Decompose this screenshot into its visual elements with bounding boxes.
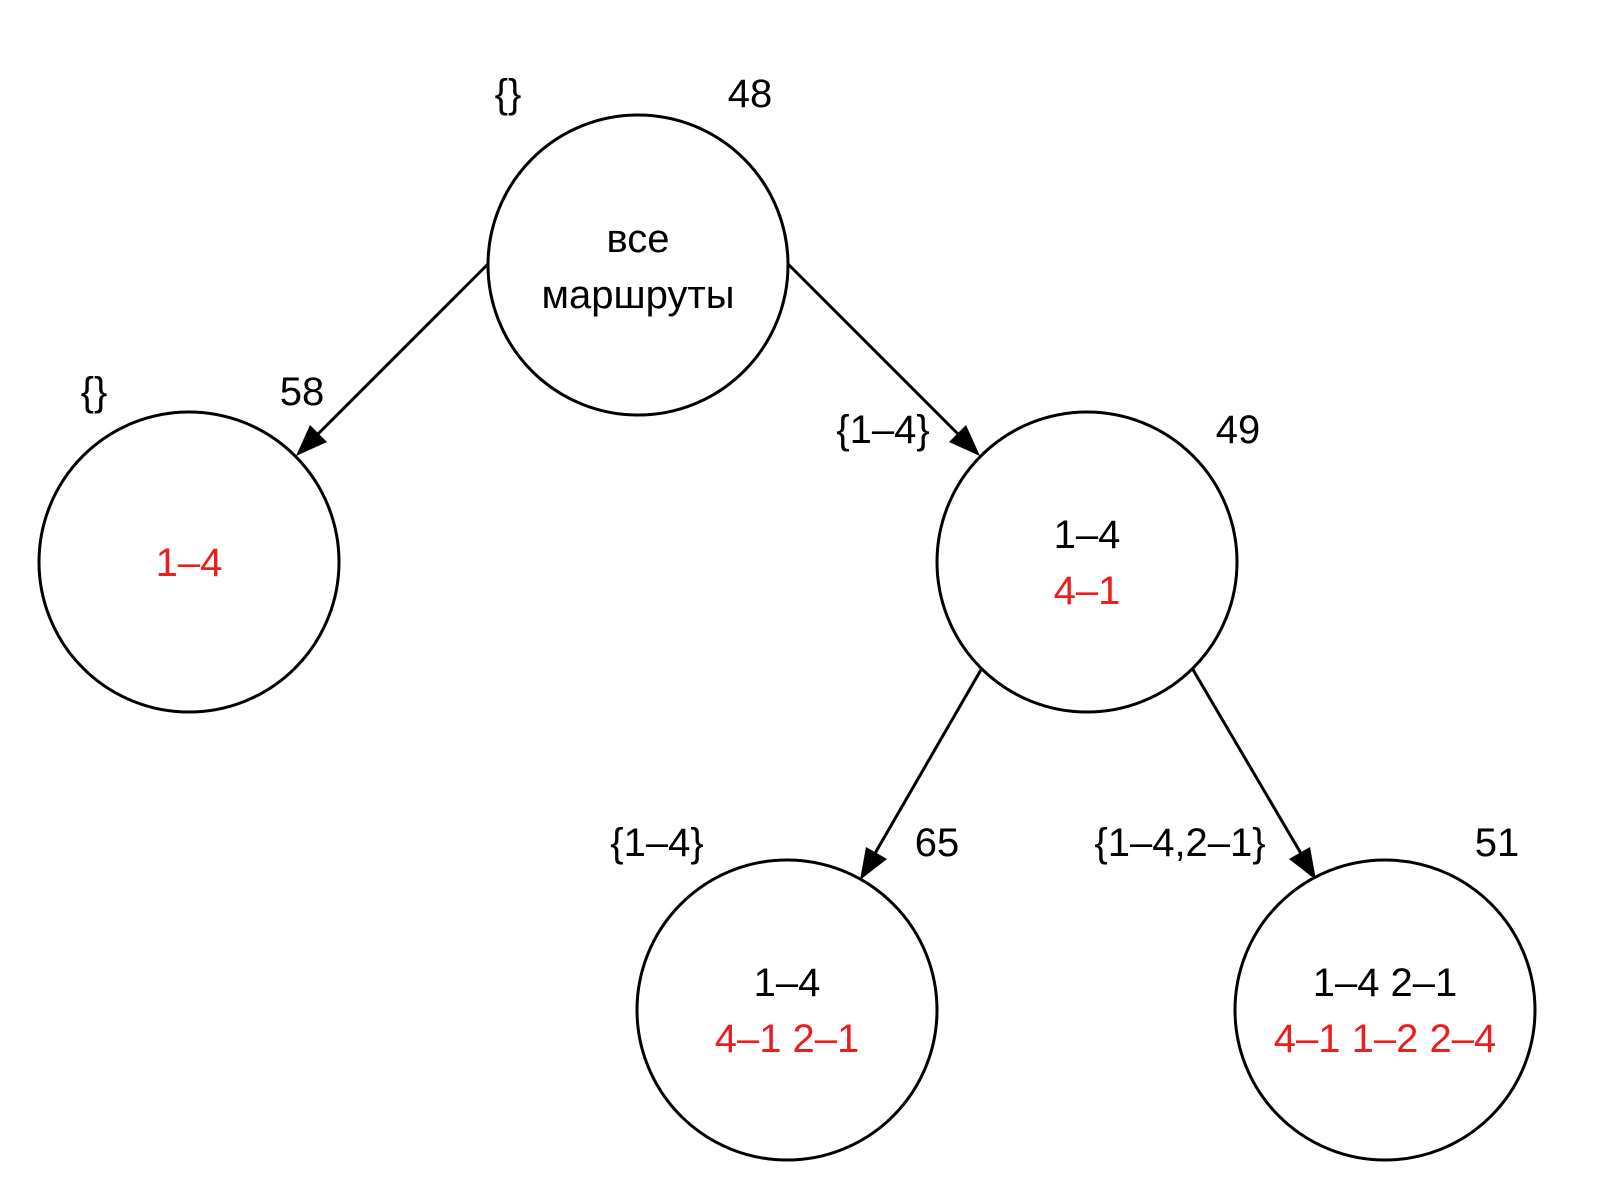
node-right-set-label: {1–4} — [836, 408, 929, 452]
node-left-bound-label: 58 — [280, 370, 325, 414]
node-right-right-bound-label: 51 — [1475, 821, 1520, 865]
node-right-black-label: 1–4 — [1054, 513, 1121, 557]
edge-right-rightleft — [868, 667, 984, 863]
node-left-set-label: {} — [81, 370, 108, 414]
node-right-circle — [935, 410, 1239, 714]
node-root-set-label: {} — [495, 72, 522, 116]
node-right-left-red-label: 4–1 2–1 — [715, 1017, 860, 1061]
node-right-right-black-label: 1–4 2–1 — [1313, 961, 1458, 1005]
node-right-bound-label: 49 — [1216, 408, 1261, 452]
node-right-left-black-label: 1–4 — [754, 961, 821, 1005]
node-root-label-line1: все — [606, 217, 669, 261]
edge-root-left — [308, 262, 490, 444]
arrowhead-root-left — [296, 425, 327, 456]
node-right-left-bound-label: 65 — [915, 821, 960, 865]
node-root-label-line2: маршруты — [542, 273, 735, 317]
node-root-bound-label: 48 — [728, 72, 773, 116]
arrowhead-root-right — [949, 425, 980, 456]
node-right-red-label: 4–1 — [1054, 569, 1121, 613]
edge-root-right — [786, 262, 968, 444]
node-right-left-set-label: {1–4} — [610, 821, 703, 865]
arrowhead-right-rightright — [1289, 847, 1316, 880]
node-left-red-label: 1–4 — [156, 541, 223, 585]
node-right-right-set-label: {1–4,2–1} — [1094, 821, 1265, 865]
node-left-circle — [37, 410, 341, 714]
node-root-circle — [486, 113, 790, 417]
arrowhead-right-rightleft — [860, 847, 887, 880]
node-right-left-circle — [635, 858, 939, 1162]
node-right-right-red-label: 4–1 1–2 2–4 — [1274, 1017, 1496, 1061]
node-right-right-circle — [1233, 858, 1537, 1162]
edge-right-rightright — [1190, 667, 1308, 863]
